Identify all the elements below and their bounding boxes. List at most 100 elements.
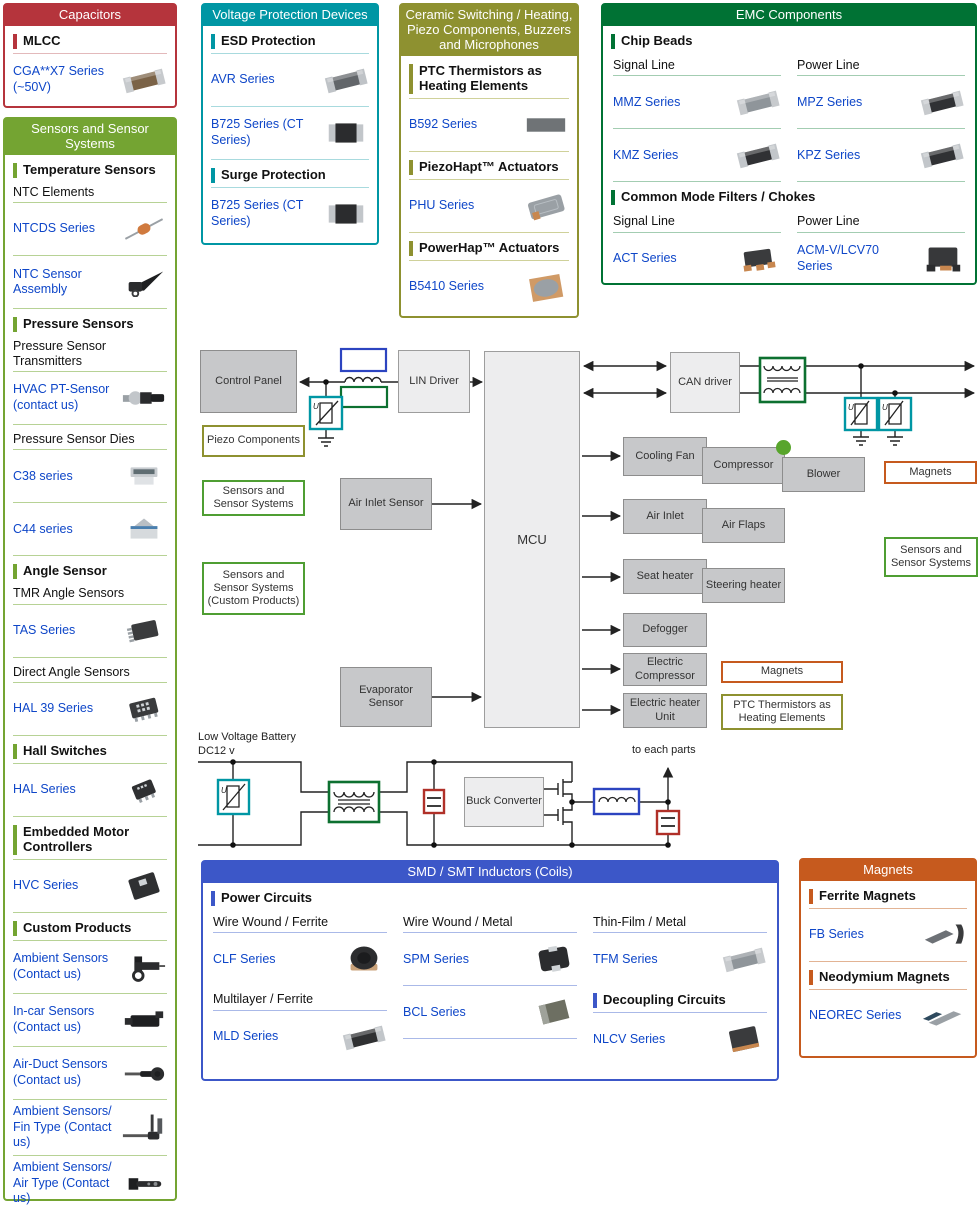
- subsection-label: TMR Angle Sensors: [13, 586, 167, 605]
- section-heading: Custom Products: [13, 920, 167, 936]
- inductor-symbol: [344, 376, 382, 383]
- product-link[interactable]: B5410 Series: [409, 278, 485, 293]
- node-seat-heater: Seat heater: [623, 559, 707, 594]
- airduct-sensor-icon: [121, 1058, 167, 1088]
- product-link[interactable]: Air-Duct Sensors (Contact us): [13, 1057, 108, 1087]
- product-link[interactable]: NEOREC Series: [809, 1008, 902, 1023]
- legend-sensors-systems: Sensors and Sensor Systems: [202, 480, 305, 516]
- ground-symbol: [318, 429, 334, 447]
- product-link[interactable]: BCL Series: [403, 1004, 466, 1019]
- product-link[interactable]: Ambient Sensors/ Air Type (Contact us): [13, 1159, 112, 1205]
- product-link[interactable]: NTCDS Series: [13, 221, 95, 236]
- emc-power-line-column: Power Line MPZ Series KPZ Series: [797, 51, 965, 183]
- product-link[interactable]: MLD Series: [213, 1028, 279, 1043]
- divider: [409, 178, 569, 180]
- divider: [13, 763, 167, 765]
- product-link[interactable]: HAL Series: [13, 782, 76, 797]
- product-link[interactable]: AVR Series: [211, 72, 275, 87]
- product-link[interactable]: Ambient Sensors (Contact us): [13, 951, 109, 981]
- c44-die-icon: [121, 514, 167, 544]
- section-accent-bar: [211, 167, 215, 183]
- section-accent-bar: [13, 564, 17, 580]
- product-link[interactable]: ACM-V/LCV70 Series: [797, 243, 879, 273]
- b592-heater-icon: [523, 110, 569, 140]
- product-row: NLCV Series: [593, 1013, 767, 1065]
- product-link[interactable]: NTC Sensor Assembly: [13, 266, 82, 297]
- section-heading: MLCC: [13, 33, 167, 49]
- product-row: B725 Series (CT Series): [211, 107, 369, 160]
- inductors-column-metal: Wire Wound / Metal SPM Series BCL Series: [403, 908, 577, 1065]
- product-row: TFM Series: [593, 933, 767, 985]
- neorec-magnet-icon: [921, 1001, 967, 1031]
- product-link[interactable]: MPZ Series: [797, 94, 863, 109]
- emc-signal-line-column: Signal Line MMZ Series KMZ Series: [613, 51, 781, 183]
- product-link[interactable]: B592 Series: [409, 116, 478, 131]
- product-link[interactable]: SPM Series: [403, 951, 469, 966]
- divider: [809, 988, 967, 990]
- product-link[interactable]: CGA**X7 Series (~50V): [13, 64, 105, 94]
- section-accent-bar: [611, 190, 615, 206]
- section-accent-bar: [13, 744, 17, 760]
- product-link[interactable]: FB Series: [809, 927, 864, 942]
- product-link[interactable]: ACT Series: [613, 250, 677, 265]
- capacitor-symbol: [427, 797, 441, 807]
- inductors-panel-title: SMD / SMT Inductors (Coils): [203, 862, 777, 883]
- product-link[interactable]: NLCV Series: [593, 1031, 666, 1046]
- divider: [13, 859, 167, 860]
- product-row: TAS Series: [13, 605, 167, 658]
- product-link[interactable]: B725 Series (CT Series): [211, 198, 304, 228]
- b725-chip-icon: [323, 199, 369, 229]
- node-compressor: Compressor: [702, 447, 785, 484]
- ceramic-panel-title: Ceramic Switching / Heating, Piezo Compo…: [401, 5, 577, 56]
- product-link[interactable]: CLF Series: [213, 951, 276, 966]
- spm-coil-icon: [531, 944, 577, 974]
- subsection-label: Power Line: [797, 214, 965, 233]
- choke-winding: [333, 791, 375, 798]
- product-link[interactable]: KPZ Series: [797, 147, 861, 162]
- product-row: HAL 39 Series: [13, 683, 167, 737]
- product-row: Ambient Sensors/ Air Type (Contact us): [13, 1156, 167, 1205]
- inductors-panel: SMD / SMT Inductors (Coils) Power Circui…: [201, 860, 779, 1081]
- product-row: BCL Series: [403, 986, 577, 1040]
- product-link[interactable]: HVC Series: [13, 878, 79, 893]
- node-air-inlet-sensor: Air Inlet Sensor: [340, 478, 432, 530]
- section-accent-bar: [409, 159, 413, 175]
- product-row: MMZ Series: [613, 76, 781, 130]
- capacitor-symbol: [661, 817, 675, 827]
- product-row: ACT Series: [613, 233, 781, 285]
- product-link[interactable]: In-car Sensors (Contact us): [13, 1004, 95, 1034]
- product-link[interactable]: C44 series: [13, 521, 73, 536]
- varistor-symbol: [850, 400, 870, 426]
- product-link[interactable]: PHU Series: [409, 197, 475, 212]
- ceramic-panel: Ceramic Switching / Heating, Piezo Compo…: [399, 3, 579, 318]
- choke-winding: [763, 365, 801, 372]
- node-control-panel: Control Panel: [200, 350, 297, 413]
- choke-winding: [333, 806, 375, 813]
- airtype-sensor-icon: [121, 1168, 167, 1198]
- divider: [211, 52, 369, 54]
- product-link[interactable]: B725 Series (CT Series): [211, 117, 304, 147]
- legend-sensors-systems-right: Sensors and Sensor Systems: [884, 537, 978, 577]
- product-link[interactable]: HAL 39 Series: [13, 701, 94, 716]
- product-link[interactable]: C38 series: [13, 468, 73, 483]
- product-link[interactable]: HVAC PT-Sensor (contact us): [13, 382, 110, 412]
- divider: [211, 186, 369, 188]
- product-link[interactable]: Ambient Sensors/ Fin Type (Contact us): [13, 1104, 112, 1150]
- product-link[interactable]: TAS Series: [13, 622, 76, 637]
- ground-symbol: [887, 430, 903, 446]
- capacitor-box: [422, 788, 446, 815]
- subsection-label: Pressure Sensor Dies: [13, 432, 167, 451]
- product-link[interactable]: TFM Series: [593, 951, 658, 966]
- varistor-box: [877, 396, 913, 432]
- product-row: Ambient Sensors/ Fin Type (Contact us): [13, 1100, 167, 1156]
- subsection-label: Thin-Film / Metal: [593, 915, 767, 934]
- product-link[interactable]: KMZ Series: [613, 147, 679, 162]
- node-blower: Blower: [782, 457, 865, 492]
- product-row: C38 series: [13, 450, 167, 504]
- divider: [409, 259, 569, 261]
- inductors-column-thinfilm: Thin-Film / Metal TFM Series Decoupling …: [593, 908, 767, 1065]
- product-link[interactable]: MMZ Series: [613, 94, 681, 109]
- emc-panel-title: EMC Components: [603, 5, 975, 26]
- fb-magnet-icon: [921, 920, 967, 950]
- battery-label: Low Voltage Battery DC12 v: [198, 731, 296, 757]
